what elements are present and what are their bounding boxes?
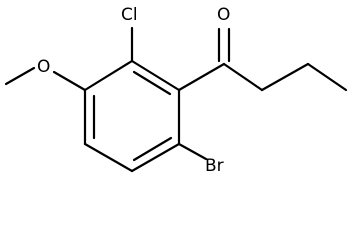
aromatic-inner-2 — [132, 136, 173, 162]
chemical-structure-canvas: Cl O O Br — [4, 5, 348, 176]
bond-ring-6 — [83, 59, 134, 92]
bond-c-o-methoxy — [52, 70, 87, 92]
molecule-drawing: Cl O O Br — [4, 5, 348, 176]
bond-chain-3 — [306, 62, 348, 92]
aromatic-inner-1 — [132, 70, 172, 96]
bond-ring-4 — [83, 142, 134, 173]
atom-label-oxygen-carbonyl: O — [217, 5, 230, 25]
bond-chain-2 — [260, 62, 310, 92]
bond-c-br — [177, 142, 208, 161]
bond-ring-carbonyl — [177, 62, 226, 92]
atom-label-bromine: Br — [205, 156, 224, 176]
atom-label-oxygen-methoxy: O — [37, 57, 50, 77]
bond-o-methyl — [4, 66, 36, 86]
bond-ring-1 — [130, 59, 181, 92]
bond-ring-3 — [130, 142, 181, 173]
bond-chain-1 — [222, 62, 264, 92]
atom-label-chlorine: Cl — [121, 5, 138, 25]
